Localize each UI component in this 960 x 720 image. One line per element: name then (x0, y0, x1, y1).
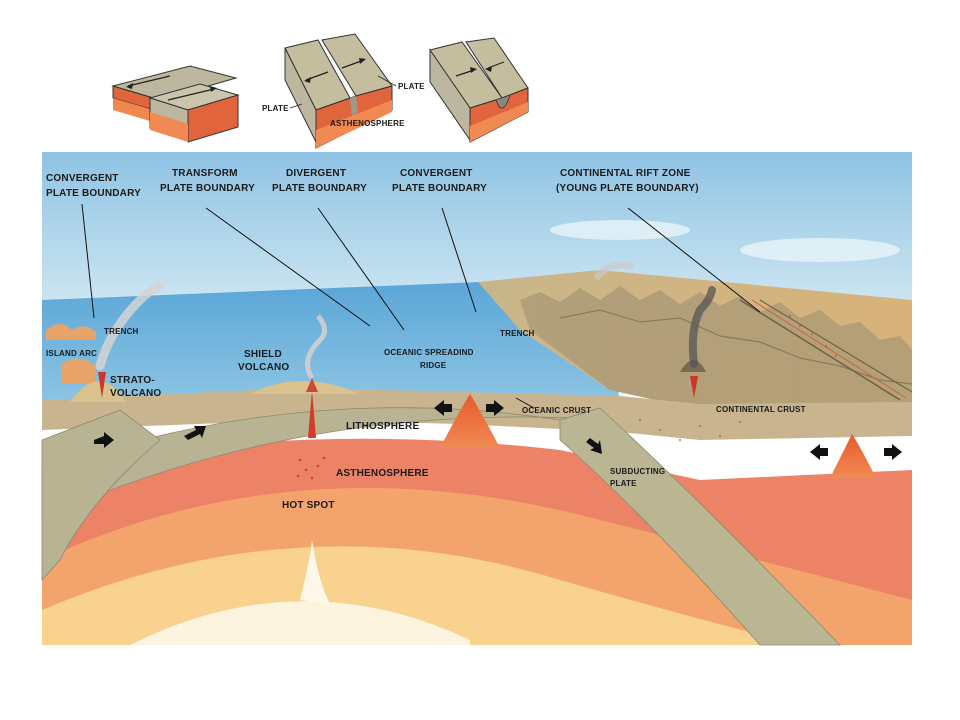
label-strato-volcano-2: VOLCANO (110, 388, 161, 399)
label-shield-volcano-2: VOLCANO (238, 362, 289, 373)
callout-lines (81, 203, 761, 409)
arrow-left-icon (127, 75, 171, 87)
callout-rift-zone-1: CONTINENTAL RIFT ZONE (560, 168, 691, 179)
callout-convergent-right-2: PLATE BOUNDARY (392, 183, 487, 194)
label-spreading-ridge-2: RIDGE (420, 361, 447, 370)
label-lithosphere: LITHOSPHERE (346, 421, 419, 432)
label-spreading-ridge-1: OCEANIC SPREADIND (384, 348, 474, 357)
label-oceanic-crust: OCEANIC CRUST (522, 406, 591, 415)
callout-rift-zone-2: (YOUNG PLATE BOUNDARY) (556, 183, 699, 194)
inset-convergent-block (429, 37, 529, 143)
arrow-left-icon (434, 400, 452, 416)
motion-arrows (94, 400, 902, 460)
callout-divergent-1: DIVERGENT (286, 168, 346, 179)
inset-divergent-block: PLATE PLATE ASTHENOSPHERE (262, 33, 425, 149)
inset-plate-label: PLATE (398, 82, 425, 91)
label-hot-spot: HOT SPOT (282, 500, 335, 511)
label-shield-volcano-1: SHIELD (244, 349, 282, 360)
label-continental-crust: CONTINENTAL CRUST (716, 405, 806, 414)
diagram-labels: CONVERGENT PLATE BOUNDARY TRANSFORM PLAT… (46, 168, 806, 511)
arrow-right-icon (884, 444, 902, 460)
label-trench-left: TRENCH (104, 327, 139, 336)
arrow-down-right-icon (586, 438, 602, 454)
callout-convergent-left-1: CONVERGENT (46, 173, 119, 184)
arrow-up-right-icon (184, 426, 206, 440)
label-subducting-plate-2: PLATE (610, 479, 637, 488)
inset-asthenosphere-label: ASTHENOSPHERE (330, 119, 405, 128)
label-asthenosphere: ASTHENOSPHERE (336, 468, 429, 479)
label-strato-volcano-1: STRATO- (110, 375, 155, 386)
callout-transform-2: PLATE BOUNDARY (160, 183, 255, 194)
label-trench-right: TRENCH (500, 329, 535, 338)
callout-transform-1: TRANSFORM (172, 168, 238, 179)
arrow-right-icon (486, 400, 504, 416)
label-subducting-plate-1: SUBDUCTING (610, 467, 665, 476)
arrow-right-icon (94, 432, 114, 448)
callout-convergent-left-2: PLATE BOUNDARY (46, 188, 141, 199)
arrow-right-icon (167, 88, 215, 101)
arrow-left-icon (810, 444, 828, 460)
inset-plate-left-label: PLATE (262, 104, 289, 113)
label-island-arc: ISLAND ARC (46, 349, 97, 358)
callout-divergent-2: PLATE BOUNDARY (272, 183, 367, 194)
inset-transform-block (111, 65, 240, 143)
main-cross-section (41, 152, 913, 646)
callout-convergent-right-1: CONVERGENT (400, 168, 473, 179)
